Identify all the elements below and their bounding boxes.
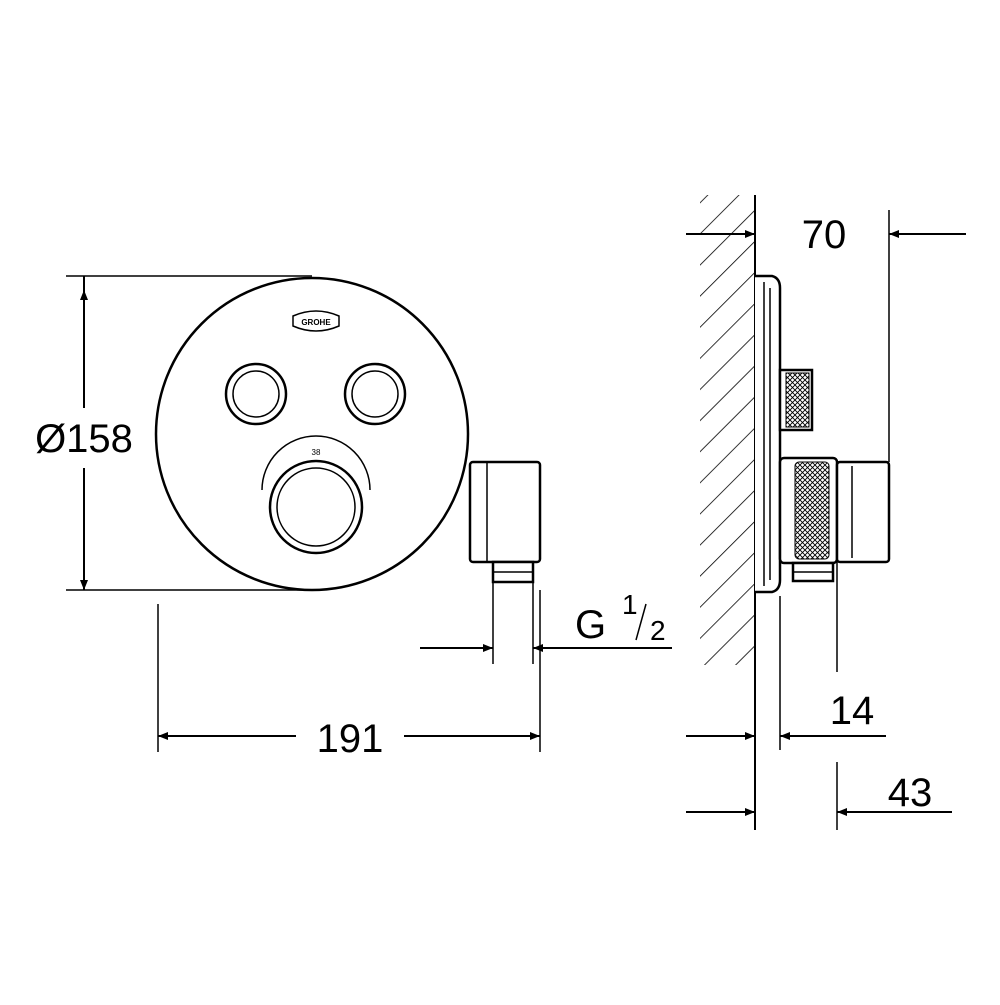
depth-total-label: 70	[802, 213, 847, 257]
dimension-diameter: Ø158	[35, 275, 312, 591]
dimension-depth-plate: 14	[686, 596, 886, 750]
thermostat-scale-label: 38	[312, 448, 321, 457]
dimension-depth-outlet: 43	[686, 562, 952, 830]
thermostat-knob: 38	[261, 435, 371, 555]
diameter-label: Ø158	[35, 417, 133, 461]
brand-logo: GROHE	[292, 310, 340, 332]
push-button-right	[343, 362, 407, 426]
thread-label-numerator: 1	[622, 589, 638, 620]
dimension-thread: G 1 2	[420, 582, 672, 664]
push-button-side	[778, 368, 814, 432]
front-view: GROHE 38	[154, 276, 542, 592]
side-view	[700, 195, 891, 830]
wall-outlet-front	[468, 460, 542, 584]
thermostat-knob-side	[778, 456, 839, 565]
dimension-width: 191	[157, 590, 541, 761]
push-button-left	[224, 362, 288, 426]
depth-outlet-label: 43	[888, 771, 933, 815]
thread-label-denominator: 2	[650, 615, 666, 646]
wall-section	[700, 195, 756, 830]
cover-plate-side	[755, 274, 782, 594]
wall-outlet-side	[791, 460, 891, 583]
width-label: 191	[317, 717, 384, 761]
thread-label-main: G	[575, 603, 606, 647]
brand-logo-text: GROHE	[301, 318, 331, 327]
depth-plate-label: 14	[830, 689, 875, 733]
dimension-depth-total: 70	[686, 210, 966, 462]
